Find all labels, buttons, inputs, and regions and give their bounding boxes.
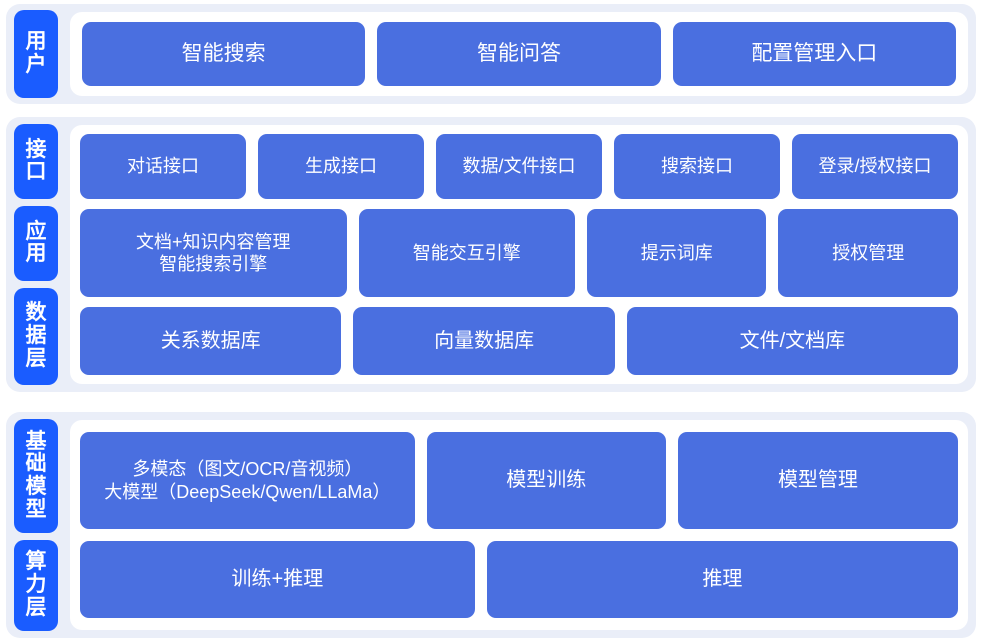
layer-tab-interface-char-1: 口 [25, 160, 47, 184]
layer-tab-data-char-0: 数 [25, 301, 47, 325]
row-application: 文档+知识内容管理 智能搜索引擎 智能交互引擎 提示词库 授权管理 [80, 209, 958, 298]
row-compute: 训练+推理 推理 [80, 541, 958, 618]
layer-tab-application-char-0: 应 [25, 219, 47, 243]
box-authorization-management[interactable]: 授权管理 [778, 209, 958, 298]
layer-tab-data[interactable]: 数 据 层 [14, 287, 58, 386]
layer-tab-compute-char-0: 算 [25, 550, 47, 574]
row-data: 关系数据库 向量数据库 文件/文档库 [80, 307, 958, 375]
layer-tab-user-char-1: 户 [25, 53, 47, 76]
card-user: 智能搜索 智能问答 配置管理入口 [70, 12, 968, 96]
box-login-auth-interface[interactable]: 登录/授权接口 [792, 134, 958, 200]
box-config-management-entry[interactable]: 配置管理入口 [672, 22, 956, 86]
layer-tab-interface[interactable]: 接 口 [14, 124, 58, 199]
box-inference[interactable]: 推理 [486, 541, 958, 618]
layer-tab-compute-char-2: 层 [25, 595, 47, 619]
box-relational-database[interactable]: 关系数据库 [80, 307, 342, 375]
section-user: 用 户 智能搜索 智能问答 配置管理入口 [6, 4, 976, 104]
box-training-plus-inference[interactable]: 训练+推理 [80, 541, 475, 618]
card-bottom: 多模态（图文/OCR/音视频） 大模型（DeepSeek/Qwen/LLaMa）… [70, 420, 968, 630]
box-doc-knowledge-management[interactable]: 文档+知识内容管理 智能搜索引擎 [80, 209, 347, 298]
row-foundation-model: 多模态（图文/OCR/音视频） 大模型（DeepSeek/Qwen/LLaMa）… [80, 432, 958, 529]
box-smart-qa[interactable]: 智能问答 [377, 22, 661, 86]
box-data-file-interface[interactable]: 数据/文件接口 [436, 134, 602, 200]
layer-tab-application-char-1: 用 [25, 242, 47, 266]
tab-column-middle: 接 口 应 用 数 据 层 [6, 117, 64, 392]
layer-tab-user[interactable]: 用 户 [14, 10, 58, 98]
box-smart-interaction-engine[interactable]: 智能交互引擎 [358, 209, 575, 298]
layer-tab-foundation-model-char-1: 础 [25, 452, 47, 476]
layer-tab-interface-char-0: 接 [25, 137, 47, 161]
layer-tab-foundation-model-char-0: 基 [25, 429, 47, 453]
box-vector-database[interactable]: 向量数据库 [353, 307, 615, 375]
box-dialog-interface[interactable]: 对话接口 [80, 134, 246, 200]
layer-tab-application[interactable]: 应 用 [14, 205, 58, 281]
layer-tab-data-char-2: 层 [25, 346, 47, 370]
box-search-interface[interactable]: 搜索接口 [614, 134, 780, 200]
layer-tab-foundation-model-char-2: 模 [25, 474, 47, 498]
box-multimodal-large-model[interactable]: 多模态（图文/OCR/音视频） 大模型（DeepSeek/Qwen/LLaMa） [80, 432, 415, 529]
box-file-document-library[interactable]: 文件/文档库 [626, 307, 958, 375]
box-smart-search[interactable]: 智能搜索 [82, 22, 366, 86]
section-middle: 接 口 应 用 数 据 层 对话接口 生成接口 数据/文件接口 搜索接口 登录/… [6, 117, 976, 392]
layer-tab-user-char-0: 用 [25, 30, 47, 54]
section-bottom: 基 础 模 型 算 力 层 多模态（图文/OCR/音视频） 大模型（DeepSe… [6, 412, 976, 638]
layer-tab-foundation-model-char-3: 型 [25, 497, 47, 521]
box-model-training[interactable]: 模型训练 [426, 432, 666, 529]
layer-tab-data-char-1: 据 [25, 323, 47, 347]
row-user-entries: 智能搜索 智能问答 配置管理入口 [82, 22, 956, 86]
layer-tab-compute-char-1: 力 [25, 573, 47, 597]
row-interface: 对话接口 生成接口 数据/文件接口 搜索接口 登录/授权接口 [80, 134, 958, 200]
box-prompt-library[interactable]: 提示词库 [586, 209, 767, 298]
card-middle: 对话接口 生成接口 数据/文件接口 搜索接口 登录/授权接口 文档+知识内容管理… [70, 125, 968, 384]
box-model-management[interactable]: 模型管理 [677, 432, 958, 529]
box-generation-interface[interactable]: 生成接口 [258, 134, 424, 200]
layer-tab-foundation-model[interactable]: 基 础 模 型 [14, 419, 58, 533]
layer-tab-compute[interactable]: 算 力 层 [14, 539, 58, 632]
tab-column-bottom: 基 础 模 型 算 力 层 [6, 412, 64, 638]
tab-column-user: 用 户 [6, 4, 64, 104]
